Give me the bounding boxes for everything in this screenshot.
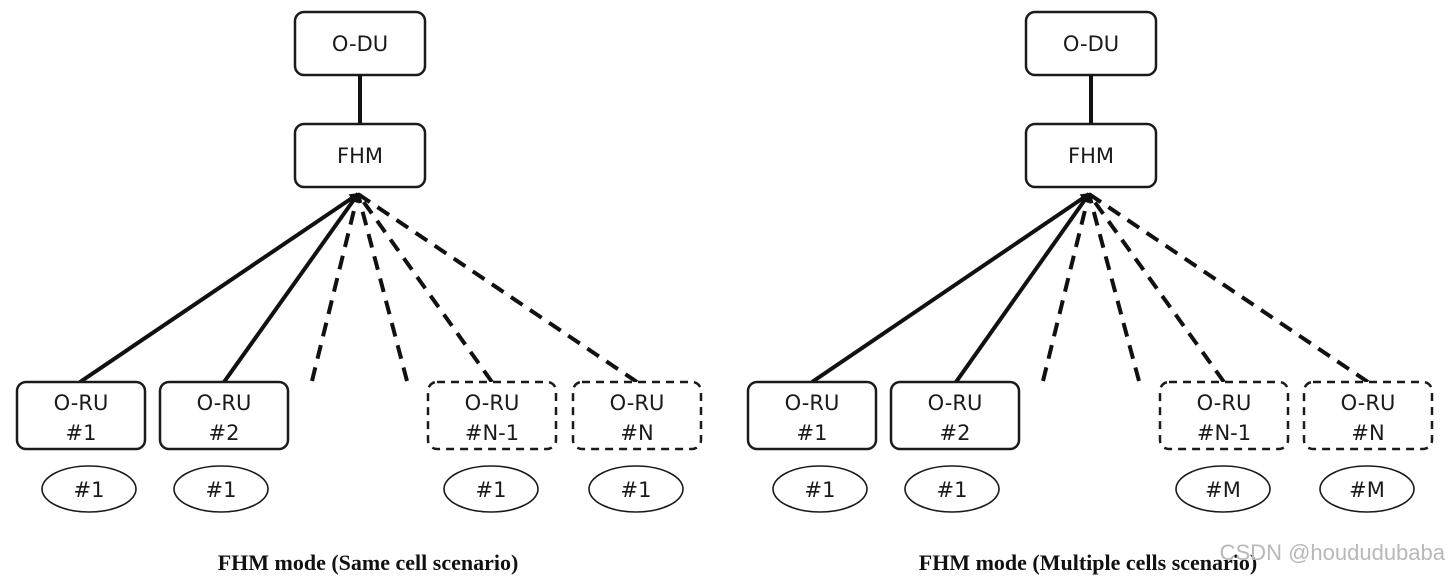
odu-label: O-DU xyxy=(1063,32,1119,56)
link-oru-n-1 xyxy=(356,192,494,384)
oru-line2: #2 xyxy=(940,421,971,445)
link-oru-1 xyxy=(78,192,360,384)
oru-box-n-1: O-RU #N-1 xyxy=(1158,380,1290,451)
odu-box: O-DU xyxy=(293,10,427,77)
caption-same-cell: FHM mode (Same cell scenario) xyxy=(218,550,519,575)
cell-ellipse-4: #1 xyxy=(588,465,684,513)
link-oru-n xyxy=(1087,192,1370,384)
oru-line1: O-RU xyxy=(610,391,665,415)
oru-box-n: O-RU #N xyxy=(1302,380,1434,451)
oru-line2: #N-1 xyxy=(1197,421,1251,445)
link-ellipsis-1 xyxy=(310,193,360,382)
cell-ellipse-3: #M xyxy=(1175,465,1271,513)
cell-ellipse-2: #1 xyxy=(173,465,269,513)
cell-label: #1 xyxy=(476,478,507,502)
oru-box-n: O-RU #N xyxy=(571,380,703,451)
cell-label: #1 xyxy=(621,478,652,502)
cell-ellipse-1: #1 xyxy=(41,465,137,513)
cell-label: #1 xyxy=(74,478,105,502)
oru-line2: #1 xyxy=(66,421,97,445)
odu-box: O-DU xyxy=(1024,10,1158,77)
oru-line2: #1 xyxy=(797,421,828,445)
oru-box-2: O-RU #2 xyxy=(158,380,290,451)
link-oru-n-1 xyxy=(1087,192,1226,384)
cell-ellipse-3: #1 xyxy=(443,465,539,513)
cell-ellipse-2: #1 xyxy=(904,465,1000,513)
cell-label: #1 xyxy=(805,478,836,502)
cell-label: #1 xyxy=(937,478,968,502)
oru-line2: #N xyxy=(1351,421,1384,445)
oru-line2: #2 xyxy=(209,421,240,445)
caption-multiple-cells: FHM mode (Multiple cells scenario) xyxy=(919,550,1257,575)
oru-line1: O-RU xyxy=(928,391,983,415)
watermark-text: CSDN @hoududubaba xyxy=(1220,540,1446,565)
oru-line1: O-RU xyxy=(465,391,520,415)
oru-line1: O-RU xyxy=(1197,391,1252,415)
cell-ellipse-1: #1 xyxy=(772,465,868,513)
cell-label: #M xyxy=(1349,478,1385,502)
link-oru-2 xyxy=(954,192,1091,384)
link-oru-n xyxy=(356,192,639,384)
panel-multiple-cells: O-DU FHM O-RU #1 O-RU #2 O-RU #N-1 xyxy=(746,10,1434,575)
oru-box-1: O-RU #1 xyxy=(15,380,147,451)
fhm-box: FHM xyxy=(1024,122,1158,189)
oru-box-n-1: O-RU #N-1 xyxy=(426,380,558,451)
cell-ellipse-4: #M xyxy=(1319,465,1415,513)
panel-same-cell: O-DU FHM O-RU #1 O-RU #2 O-RU xyxy=(15,10,703,575)
oru-line1: O-RU xyxy=(1341,391,1396,415)
oru-line1: O-RU xyxy=(197,391,252,415)
link-ellipsis-2 xyxy=(1087,193,1141,382)
link-ellipsis-2 xyxy=(356,193,409,382)
fhm-box: FHM xyxy=(293,122,427,189)
oru-box-2: O-RU #2 xyxy=(889,380,1021,451)
cell-label: #M xyxy=(1205,478,1241,502)
odu-label: O-DU xyxy=(332,32,388,56)
link-oru-2 xyxy=(222,192,360,384)
oru-line1: O-RU xyxy=(785,391,840,415)
cell-label: #1 xyxy=(206,478,237,502)
fhm-label: FHM xyxy=(1068,144,1114,168)
oru-line2: #N xyxy=(620,421,653,445)
oru-line1: O-RU xyxy=(54,391,109,415)
oru-line2: #N-1 xyxy=(465,421,519,445)
oru-box-1: O-RU #1 xyxy=(746,380,878,451)
link-ellipsis-1 xyxy=(1041,193,1091,382)
fhm-label: FHM xyxy=(337,144,383,168)
link-oru-1 xyxy=(810,192,1091,384)
